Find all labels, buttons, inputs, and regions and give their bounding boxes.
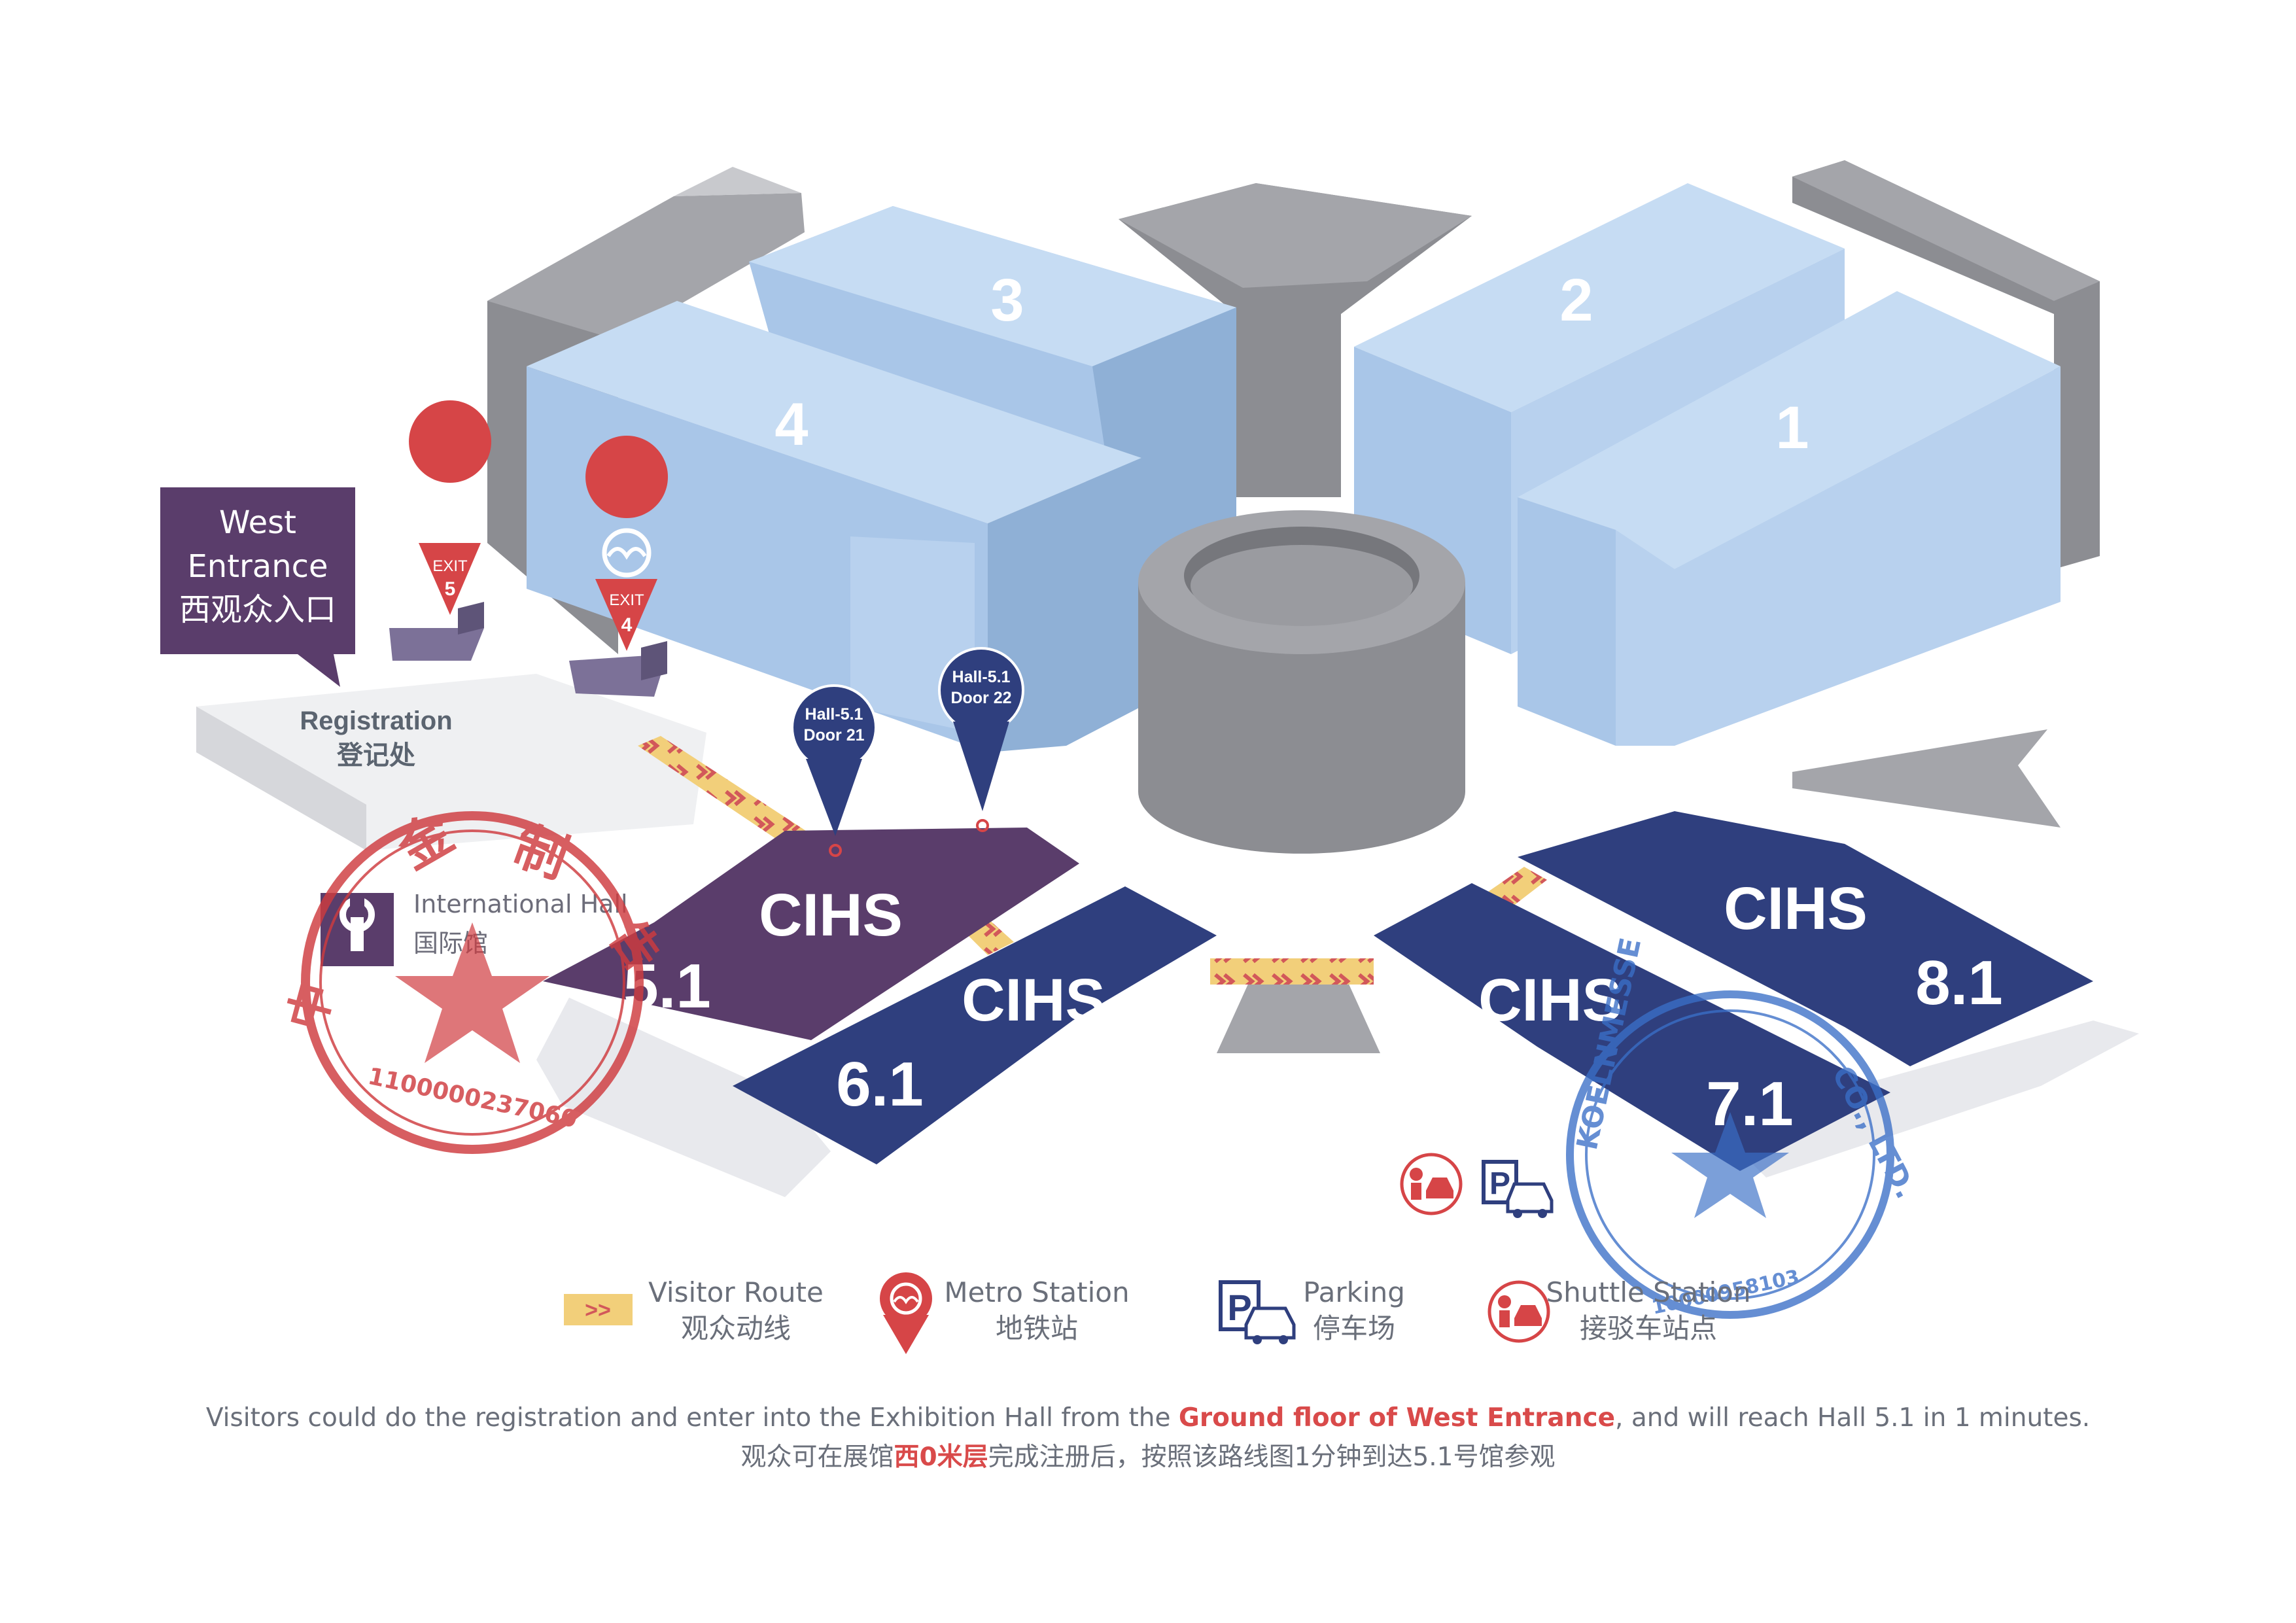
legend-parking-zh: 停车场 <box>1313 1312 1395 1344</box>
metro-exit-5-label: EXIT <box>432 557 468 575</box>
parking-map-icon-letter: P <box>1489 1166 1510 1201</box>
footer-zh: 观众可在展馆西0米层完成注册后，按照该路线图1分钟到达5.1号馆参观 <box>741 1442 1556 1472</box>
door-21-label-door: Door 21 <box>803 726 864 744</box>
grey-structure-south <box>1217 981 1380 1053</box>
grey-y-connector <box>1119 183 1472 497</box>
legend-visitor-route-zh: 观众动线 <box>681 1312 791 1344</box>
metro-exit-5[interactable]: EXIT 5 <box>389 400 492 661</box>
route-segment-bridge <box>1210 958 1374 985</box>
registration-label-en: Registration <box>300 707 452 735</box>
door-21-label-hall: Hall-5.1 <box>805 705 863 724</box>
hall-1-label: 1 <box>1775 394 1809 461</box>
visitor-route-icon <box>564 1294 633 1325</box>
legend: >> Visitor Route 观众动线 Metro Station 地铁站 … <box>564 1272 1751 1354</box>
cihs-hall-8-1[interactable]: CIHS 8.1 <box>1518 811 2093 1066</box>
cihs-8-1-title: CIHS <box>1724 875 1868 942</box>
door-21-pin[interactable]: Hall-5.1 Door 21 <box>791 684 877 857</box>
international-hall-label-en: International Hall <box>413 890 628 918</box>
registration-area[interactable]: Registration 登记处 <box>196 674 706 850</box>
footer-note: Visitors could do the registration and e… <box>206 1403 2090 1472</box>
west-entrance-line2: Entrance <box>187 548 328 585</box>
wrench-icon <box>339 896 375 951</box>
route-segment-registration <box>638 736 821 854</box>
legend-parking: P Parking 停车场 <box>1219 1276 1405 1344</box>
parking-icon: P <box>1219 1280 1296 1344</box>
door-22-label-hall: Hall-5.1 <box>952 668 1011 686</box>
metro-exit-4-number: 4 <box>621 614 633 636</box>
legend-metro-station: Metro Station 地铁站 <box>880 1272 1130 1354</box>
cihs-7-1-title: CIHS <box>1478 967 1622 1034</box>
door-22-pin[interactable]: Hall-5.1 Door 22 <box>938 647 1024 832</box>
metro-station-icon <box>880 1272 932 1354</box>
registration-label-zh: 登记处 <box>336 741 415 770</box>
hall-4-label: 4 <box>774 391 808 458</box>
west-entrance-callout[interactable]: West Entrance 西观众入口 <box>160 487 355 687</box>
legend-shuttle-station-zh: 接驳车站点 <box>1580 1312 1717 1344</box>
grey-structure-southeast <box>1714 1021 2139 1178</box>
cihs-7-1-number: 7.1 <box>1706 1069 1793 1139</box>
svg-text:中: 中 <box>278 977 343 1036</box>
visitor-route-icon-symbol: >> <box>585 1298 611 1323</box>
metro-exit-4-label: EXIT <box>609 591 644 609</box>
central-rotunda <box>1138 510 1465 854</box>
metro-exit-4[interactable]: EXIT 4 <box>569 436 669 697</box>
west-entrance-line1: West <box>219 504 296 541</box>
door-22-label-door: Door 22 <box>950 689 1011 707</box>
cihs-8-1-number: 8.1 <box>1915 948 2002 1018</box>
legend-metro-station-en: Metro Station <box>944 1276 1129 1308</box>
legend-shuttle-station-en: Shuttle Station <box>1546 1276 1750 1308</box>
hall-2-label: 2 <box>1559 267 1593 334</box>
cihs-5-1-title: CIHS <box>759 882 903 949</box>
parking-map-icon[interactable]: P <box>1482 1160 1554 1218</box>
grey-wing-right <box>1792 160 2100 569</box>
footer-en: Visitors could do the registration and e… <box>206 1403 2090 1433</box>
shuttle-station-icon <box>1487 1280 1550 1343</box>
hall-3-label: 3 <box>990 267 1024 334</box>
legend-shuttle-station: Shuttle Station 接驳车站点 <box>1487 1276 1751 1344</box>
grey-structure-east <box>1792 729 2061 828</box>
legend-visitor-route: >> Visitor Route 观众动线 <box>564 1276 824 1344</box>
legend-metro-station-zh: 地铁站 <box>996 1312 1078 1344</box>
west-entrance-line3: 西观众入口 <box>179 591 336 628</box>
cihs-hall-6-1[interactable]: CIHS 6.1 <box>733 886 1217 1164</box>
hall-1[interactable]: 1 <box>1518 291 2061 746</box>
legend-visitor-route-en: Visitor Route <box>648 1276 824 1308</box>
legend-parking-en: Parking <box>1303 1276 1405 1308</box>
cihs-6-1-title: CIHS <box>962 967 1105 1034</box>
shuttle-station-map-icon[interactable] <box>1400 1153 1463 1215</box>
cihs-6-1-number: 6.1 <box>836 1049 923 1119</box>
metro-exit-5-number: 5 <box>445 578 456 600</box>
